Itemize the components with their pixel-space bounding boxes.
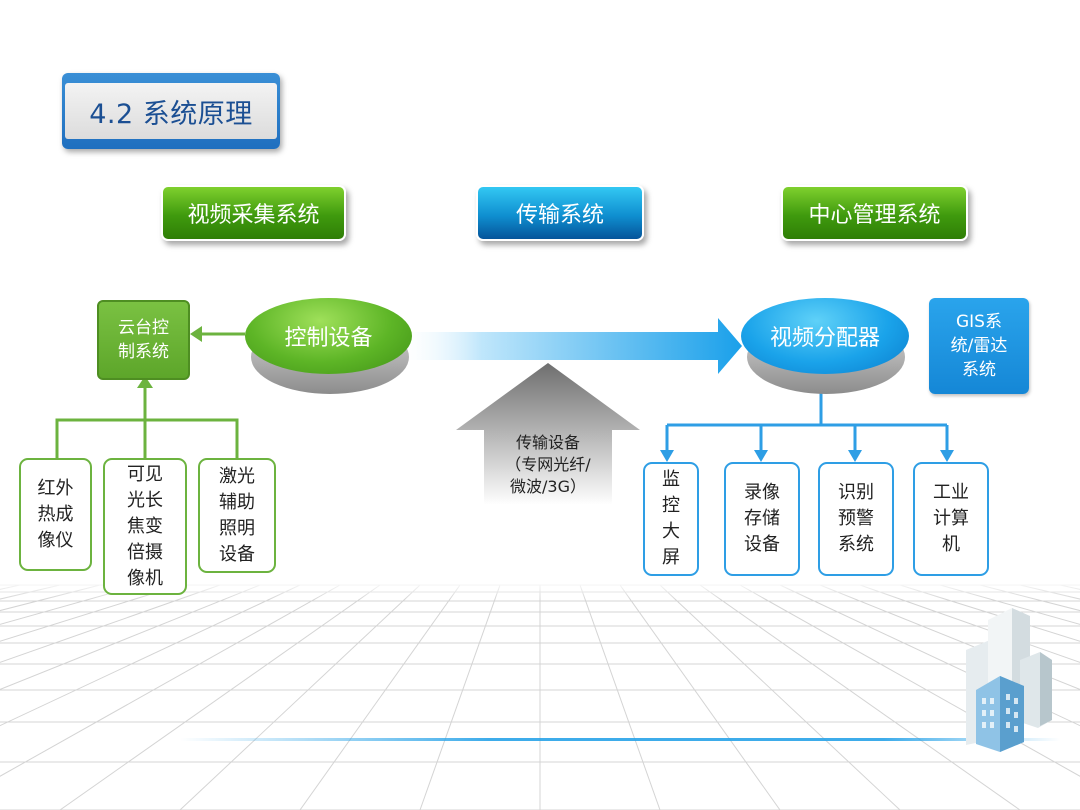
gis-radar-system-box: GIS系 统/雷达 系统 — [929, 298, 1029, 394]
recognition-alert-box: 识别 预警 系统 — [818, 462, 894, 576]
infrared-thermal-imager-box: 红外 热成 像仪 — [19, 458, 92, 571]
category-transmission-system: 传输系统 — [476, 185, 644, 241]
capture-connectors — [55, 332, 245, 458]
title-tab: 4.2 系统原理 — [62, 73, 280, 149]
laser-illumination-box: 激光 辅助 照明 设备 — [198, 458, 276, 573]
zoom-camera-box: 可见 光长 焦变 倍摄 像机 — [103, 458, 187, 595]
industrial-computer-box: 工业 计算 机 — [913, 462, 989, 576]
video-distributor-label: 视频分配器 — [741, 298, 909, 374]
ptz-control-system-box: 云台控 制系统 — [97, 300, 190, 380]
control-device-node: 控制设备 — [245, 298, 412, 398]
recording-storage-box: 录像 存储 设备 — [724, 462, 800, 576]
page-title: 4.2 系统原理 — [65, 83, 277, 139]
buildings-illustration — [966, 608, 1052, 752]
monitoring-screen-box: 监 控 大 屏 — [643, 462, 699, 576]
category-management-system: 中心管理系统 — [781, 185, 968, 241]
control-device-label: 控制设备 — [245, 298, 412, 374]
transmission-device-label: 传输设备 （专网光纤/ 微波/3G） — [505, 433, 591, 496]
transmission-arrow — [395, 318, 742, 374]
transmission-device-arrow — [456, 363, 640, 505]
center-connectors — [665, 392, 949, 454]
category-capture-system: 视频采集系统 — [161, 185, 346, 241]
video-distributor-node: 视频分配器 — [741, 298, 909, 398]
horizon-line — [180, 738, 1060, 741]
